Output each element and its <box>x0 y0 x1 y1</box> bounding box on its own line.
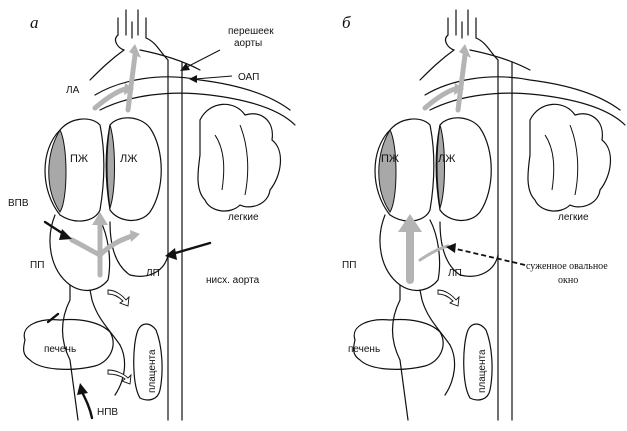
foramen-label-line2: окно <box>558 275 578 286</box>
isthmus-pointer <box>185 50 220 68</box>
lp-label: ЛП <box>146 268 160 279</box>
arrowhead <box>446 243 456 253</box>
flow-arrow-a-left <box>72 240 100 255</box>
panel-b: б ПЖ ЛЖ легкие ПП ЛП суженное овальное о… <box>342 10 625 420</box>
vpv-label: ВПВ <box>8 198 29 209</box>
arrowhead <box>130 230 140 242</box>
pzh-label: ПЖ <box>70 153 88 165</box>
flow-arrow-a-aorta <box>128 55 135 110</box>
desc-aorta-arrow <box>172 243 210 254</box>
lp-label-b: ЛП <box>448 268 462 279</box>
foramen-pointer <box>452 248 525 265</box>
flow-arrow-a-shunt <box>100 236 132 255</box>
arrowhead <box>92 212 108 225</box>
liver-arrow <box>48 314 58 322</box>
desc-aorta-label: нисх. аорта <box>206 275 260 286</box>
panel-a-letter: а <box>30 13 39 32</box>
oap-label: ОАП <box>238 72 259 83</box>
isthmus-label-line2: аорты <box>234 38 262 49</box>
pzh-label-b: ПЖ <box>381 153 399 165</box>
oap-pointer <box>195 76 232 79</box>
white-flow-arrow-1 <box>108 290 129 306</box>
arrowhead <box>398 214 422 232</box>
white-flow-arrow-2 <box>108 370 131 384</box>
lzh-label: ЛЖ <box>120 153 137 165</box>
panel-a: а перешеек аорты ОАП ЛА ПЖ ЛЖ ВПВ легкие… <box>8 10 295 420</box>
liver-label-b: печень <box>348 344 380 355</box>
white-flow-arrow-b1 <box>438 290 459 306</box>
panel-b-letter: б <box>342 13 351 32</box>
foramen-label-line1: суженное овальное <box>526 261 608 272</box>
liver-label: печень <box>44 344 76 355</box>
isthmus-label-line1: перешеек <box>228 26 274 37</box>
pp-label-b: ПП <box>342 260 356 271</box>
la-label: ЛА <box>66 85 80 96</box>
npv-arrow <box>82 392 92 418</box>
pp-label: ПП <box>30 260 44 271</box>
npv-label: НПВ <box>97 407 118 418</box>
lungs-label-b: легкие <box>558 212 589 223</box>
flow-arrow-b-aorta <box>458 55 465 110</box>
arrowhead <box>59 229 72 240</box>
lzh-label-b: ЛЖ <box>438 153 455 165</box>
lungs-label: легкие <box>228 212 259 223</box>
arrowhead <box>77 383 88 395</box>
placenta-label: плацента <box>147 349 158 393</box>
arrowhead <box>189 75 197 83</box>
placenta-label-b: плацента <box>477 349 488 393</box>
